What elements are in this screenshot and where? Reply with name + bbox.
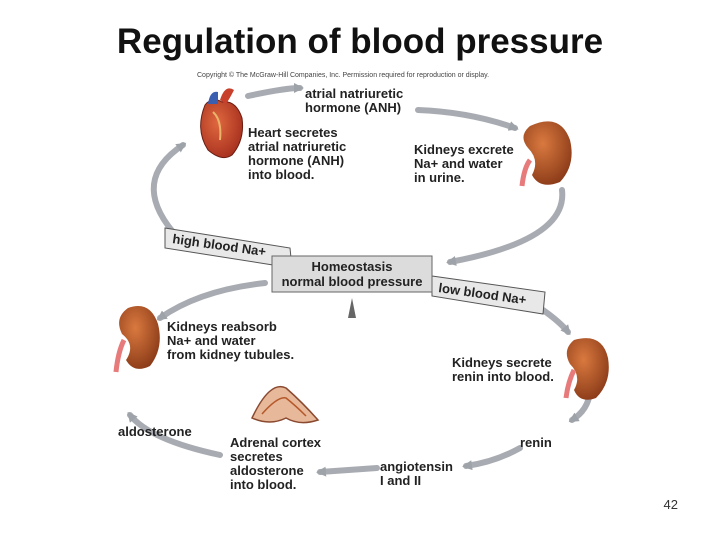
renin-label: renin — [520, 435, 552, 450]
heart-secretes-label: Heart secretes atrial natriuretic hormon… — [248, 125, 347, 182]
homeostasis-label: Homeostasis — [312, 259, 393, 274]
kidney-icon-right — [563, 338, 609, 400]
kidney-icon-left — [113, 306, 160, 373]
slide-title: Regulation of blood pressure — [116, 22, 604, 61]
homeostasis-box: Homeostasis normal blood pressure — [271, 255, 433, 318]
kidneys-secrete-renin-label: Kidneys secrete renin into blood. — [452, 355, 554, 384]
adrenal-gland-icon — [250, 385, 320, 424]
copyright-notice: Copyright © The McGraw-Hill Companies, I… — [197, 72, 490, 79]
normal-bp-label: normal blood pressure — [282, 274, 423, 289]
kidneys-excrete-label: Kidneys excrete Na+ and water in urine. — [414, 142, 514, 185]
cycle-arrows — [127, 83, 593, 477]
fulcrum-icon — [348, 298, 356, 318]
heart-icon — [200, 88, 243, 159]
adrenal-cortex-label: Adrenal cortex secretes aldosterone into… — [230, 435, 322, 492]
aldosterone-label: aldosterone — [118, 424, 192, 439]
page-number: 42 — [663, 497, 678, 512]
kidneys-reabsorb-label: Kidneys reabsorb Na+ and water from kidn… — [167, 319, 295, 362]
low-na-banner: low blood Na+ — [431, 275, 546, 315]
angiotensin-label: angiotensin I and II — [380, 459, 453, 488]
anh-label: atrial natriuretic hormone (ANH) — [305, 86, 404, 115]
kidney-icon-top — [519, 121, 572, 187]
